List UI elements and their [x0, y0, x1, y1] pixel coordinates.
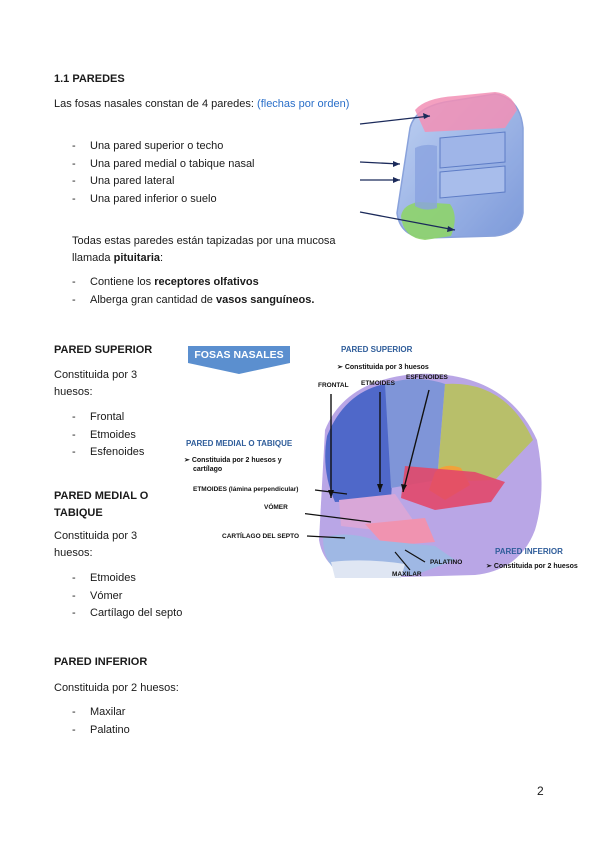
- label-cartilago: CARTÍLAGO DEL SEPTO: [222, 533, 300, 540]
- medial-title: PARED MEDIAL O TABIQUE: [54, 490, 149, 519]
- label-etmoides-lamina: ETMOIDES (lámina perpendicular): [193, 486, 299, 493]
- list-item: Contiene los receptores olfativos: [54, 274, 314, 292]
- list-item: Palatino: [54, 722, 130, 740]
- fig-medial-note: ➢ Constituida por 2 huesos y cartílago: [184, 457, 282, 473]
- mucosa-text: Todas estas paredes están tapizadas por …: [72, 235, 336, 264]
- label-frontal: FRONTAL: [318, 382, 349, 389]
- label-maxilar: MAXILAR: [392, 571, 422, 578]
- list-item: Vómer: [54, 588, 182, 606]
- pituitaria-term: pituitaria: [113, 252, 161, 264]
- list-item: Etmoides: [54, 570, 182, 588]
- nasal-cavity-illustration: [359, 92, 524, 240]
- label-etmoides: ETMOIDES: [361, 380, 395, 387]
- mucosa-bullets: Contiene los receptores olfativos Alberg…: [54, 274, 314, 309]
- skull-illustration: [305, 373, 542, 578]
- inferior-title: PARED INFERIOR: [54, 656, 148, 668]
- list-item: Una pared superior o techo: [54, 138, 255, 156]
- page-number: 2: [537, 784, 544, 798]
- intro-note: (flechas por orden): [257, 98, 350, 110]
- list-item: Esfenoides: [54, 444, 144, 462]
- fig-inferior-note: ➢ Constituida por 2 huesos: [486, 563, 578, 570]
- fig-superior-title: PARED SUPERIOR: [341, 345, 413, 354]
- superior-bones: Frontal Etmoides Esfenoides: [54, 409, 144, 462]
- label-esfenoides: ESFENOIDES: [406, 374, 448, 381]
- superior-title: PARED SUPERIOR: [54, 344, 153, 356]
- fig-superior-note: ➢ Constituida por 3 huesos: [337, 364, 429, 371]
- fig-inferior-title: PARED INFERIOR: [495, 547, 563, 556]
- banner-arrow-shape: [188, 346, 290, 374]
- medial-bones: Etmoides Vómer Cartílago del septo: [54, 570, 182, 623]
- fosas-nasales-banner: FOSAS NASALES: [188, 346, 290, 374]
- list-item: Maxilar: [54, 704, 130, 722]
- label-palatino: PALATINO: [430, 559, 463, 566]
- list-item: Una pared lateral: [54, 173, 255, 191]
- list-item: Una pared medial o tabique nasal: [54, 156, 255, 174]
- list-item: Etmoides: [54, 427, 144, 445]
- walls-list: Una pared superior o techo Una pared med…: [54, 138, 255, 208]
- superior-desc: Constituida por 3 huesos:: [54, 369, 138, 398]
- list-item: Una pared inferior o suelo: [54, 191, 255, 209]
- section-title: 1.1 PAREDES: [54, 73, 125, 85]
- inferior-desc: Constituida por 2 huesos:: [54, 682, 179, 694]
- list-item: Alberga gran cantidad de vasos sanguíneo…: [54, 292, 314, 310]
- walls-intro: Las fosas nasales constan de 4 paredes: …: [54, 98, 350, 110]
- inferior-bones: Maxilar Palatino: [54, 704, 130, 739]
- label-vomer: VÓMER: [264, 504, 288, 511]
- list-item: Frontal: [54, 409, 144, 427]
- medial-desc: Constituida por 3 huesos:: [54, 530, 138, 559]
- fig-medial-title: PARED MEDIAL O TABIQUE: [186, 439, 293, 448]
- list-item: Cartílago del septo: [54, 605, 182, 623]
